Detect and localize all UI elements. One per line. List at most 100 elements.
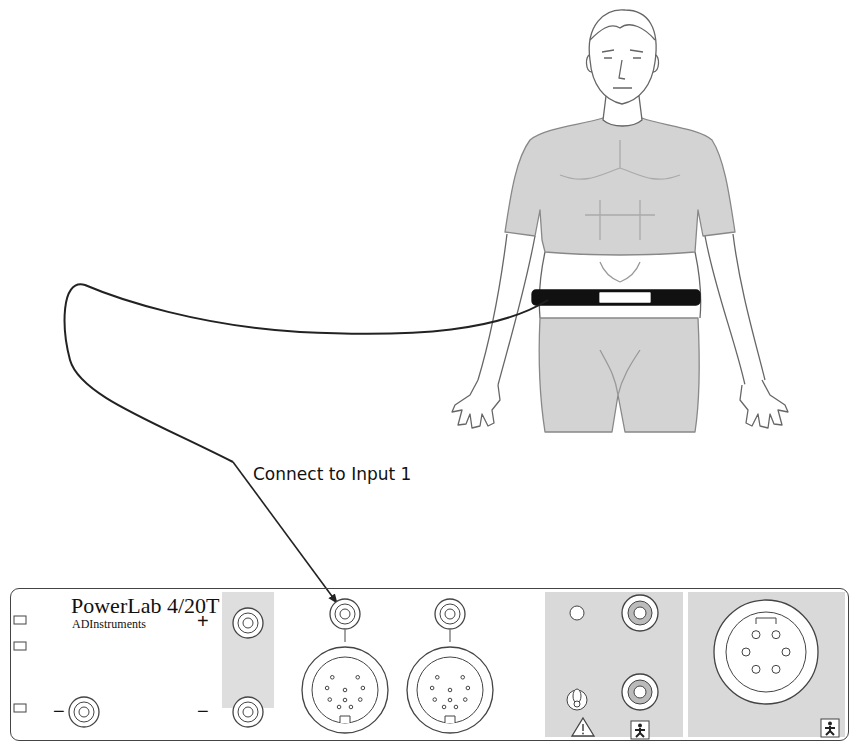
bnc-connector: [622, 674, 658, 710]
drawing-part: [600, 350, 640, 395]
din-pin: [343, 688, 347, 692]
bnc-ring: [74, 702, 94, 722]
din-pin: [430, 686, 434, 690]
din-pin: [448, 698, 452, 702]
drawing-part: [600, 262, 640, 282]
polarity-sign: +: [197, 610, 209, 632]
din-pin: [454, 705, 458, 709]
drawing-part: [478, 234, 507, 380]
polarity-sign: −: [197, 700, 209, 722]
drawing-part: [65, 284, 548, 462]
bnc-connector: [435, 599, 465, 629]
bnc-ring: [628, 601, 652, 625]
drawing-part: [600, 293, 650, 302]
drawing-part: [69, 595, 839, 739]
bnc-pin: [340, 609, 350, 619]
bnc-pin: [445, 609, 455, 619]
bnc-pin: [243, 618, 253, 628]
drawing-part: [688, 592, 845, 737]
drawing-part: [590, 25, 655, 40]
bnc-connector: [233, 697, 263, 727]
din-pin: [337, 705, 341, 709]
drawing-part: [345, 630, 346, 642]
drawing-part: [740, 380, 788, 428]
drawing-part: [586, 55, 658, 72]
din-pin: [328, 698, 332, 702]
din-socket: [417, 657, 483, 723]
drawing-part: [14, 616, 26, 624]
din-pin: [442, 705, 446, 709]
signal-socket: [726, 612, 806, 692]
signal-pin: [752, 665, 760, 673]
polarity-sign: −: [53, 700, 65, 722]
din-pin: [325, 686, 329, 690]
isolation-icon-body: [825, 726, 835, 735]
drawing-part: [532, 290, 700, 305]
din-pin: [330, 675, 334, 679]
din-pin: [461, 675, 465, 679]
signal-pin: [742, 648, 750, 656]
bnc-connector: [622, 595, 658, 631]
drawing-part: [505, 118, 735, 255]
drawing-part: [589, 10, 656, 104]
din-key: [340, 716, 350, 723]
bnc-pin: [634, 686, 646, 698]
din-pin: [356, 675, 360, 679]
signal-pin: [772, 665, 780, 673]
drawing-part: [695, 252, 701, 318]
din-pin: [448, 688, 452, 692]
din-key: [445, 716, 455, 723]
isolation-icon-head: [828, 722, 832, 726]
din-pin: [358, 698, 362, 702]
drawing-part: [450, 630, 451, 642]
bnc-ring: [335, 604, 355, 624]
signal-pin: [782, 648, 790, 656]
drawing-part: [574, 701, 580, 707]
din-pin: [463, 698, 467, 702]
drawing-part: [582, 724, 584, 731]
drawing-part: [582, 733, 584, 735]
isolation-icon-head: [638, 724, 642, 728]
din-pin: [349, 705, 353, 709]
drawing-part: [567, 690, 587, 710]
drawing-part: [14, 704, 26, 712]
din-socket: [312, 657, 378, 723]
bnc-connector: [233, 608, 263, 638]
isolation-icon-body: [635, 728, 645, 737]
instruction-label: Connect to Input 1: [253, 464, 411, 484]
isolation-icon: [821, 719, 839, 737]
drawing-part: [14, 642, 26, 650]
signal-pin: [772, 631, 780, 639]
bnc-connector: [330, 599, 360, 629]
din-pin: [361, 686, 365, 690]
isolation-icon: [631, 721, 649, 739]
maker-name: ADInstruments: [72, 617, 146, 631]
bnc-ring: [238, 613, 258, 633]
drawing-part: [452, 380, 500, 428]
drawing-part: [602, 50, 643, 88]
bnc-pin: [79, 707, 89, 717]
din-connector: [302, 647, 388, 733]
drawing-part: [545, 592, 683, 737]
bnc-pin: [243, 707, 253, 717]
drawing-part: [572, 718, 594, 736]
device-panel: PowerLab 4/20TADInstruments: [10, 588, 849, 741]
din-pin: [435, 675, 439, 679]
bnc-pin: [634, 607, 646, 619]
drawing-part: [570, 606, 584, 620]
din-pin: [343, 698, 347, 702]
drawing-part: [539, 252, 545, 318]
signal-connector: [714, 600, 818, 704]
din-pin: [433, 698, 437, 702]
bnc-connector: [69, 697, 99, 727]
drawing-part: [539, 318, 699, 432]
drawing-part: [705, 236, 745, 385]
bnc-ring: [440, 604, 460, 624]
signal-key: [756, 618, 776, 624]
drawing-part: [560, 140, 680, 240]
drawing-part: [452, 10, 788, 432]
din-connector: [407, 647, 493, 733]
bnc-ring: [628, 680, 652, 704]
drawing-part: [222, 592, 274, 708]
